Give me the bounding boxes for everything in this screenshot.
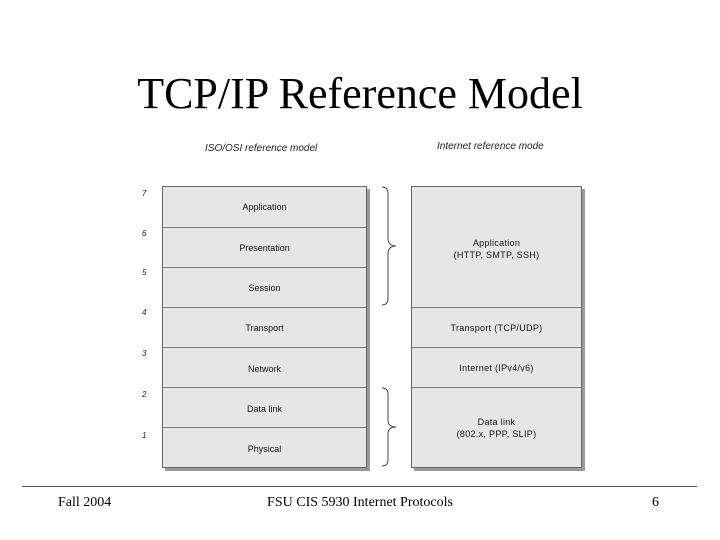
footer-date: Fall 2004: [58, 495, 112, 510]
internet-layer-label: Application: [472, 238, 521, 248]
osi-layer-data-link: Data link: [163, 387, 366, 427]
internet-layer-sublabel: (HTTP, SMTP, SSH): [453, 250, 540, 260]
osi-layer-label: Data link: [246, 404, 282, 414]
osi-layer-label: Application: [242, 202, 287, 212]
osi-layer-number: 5: [142, 268, 147, 277]
internet-layer-sublabel: (802.x, PPP, SLIP): [456, 429, 537, 439]
footer-divider: [22, 486, 697, 487]
osi-layer-label: Physical: [247, 444, 282, 454]
internet-layer-data-link: Data link (802.x, PPP, SLIP): [412, 387, 581, 467]
osi-layer-physical: Physical: [163, 427, 366, 467]
osi-layer-label: Presentation: [239, 243, 290, 253]
internet-stack: Application (HTTP, SMTP, SSH) Transport …: [411, 186, 582, 468]
osi-layer-label: Network: [247, 364, 281, 374]
footer-course: FSU CIS 5930 Internet Protocols: [267, 495, 453, 510]
internet-layer-label: Data link: [477, 417, 516, 427]
internet-layer-application: Application (HTTP, SMTP, SSH): [412, 187, 581, 307]
osi-layer-network: Network: [163, 347, 366, 387]
osi-layer-number: 3: [142, 349, 147, 358]
internet-layer-label: Transport (TCP/UDP): [450, 323, 543, 333]
osi-layer-label: Transport: [245, 323, 284, 333]
footer-page-number: 6: [652, 495, 659, 510]
osi-column-label: ISO/OSI reference model: [205, 143, 318, 154]
internet-layer-label: Internet (IPv4/v6): [459, 363, 534, 373]
osi-layer-number: 4: [142, 308, 147, 317]
osi-layer-number: 1: [142, 431, 147, 440]
slide-title: TCP/IP Reference Model: [137, 69, 583, 118]
osi-layer-application: Application: [163, 187, 366, 227]
internet-layer-internet: Internet (IPv4/v6): [412, 347, 581, 387]
osi-layer-number: 6: [142, 229, 147, 238]
osi-layer-number: 2: [142, 390, 147, 399]
osi-layer-label: Session: [248, 283, 281, 293]
internet-column-label: Internet reference mode: [437, 141, 544, 152]
top-brace-icon: [381, 186, 397, 306]
osi-layer-number: 7: [142, 189, 147, 198]
osi-stack: Application Presentation Session Transpo…: [162, 186, 367, 468]
internet-layer-transport: Transport (TCP/UDP): [412, 307, 581, 347]
osi-layer-presentation: Presentation: [163, 227, 366, 267]
osi-layer-transport: Transport: [163, 307, 366, 347]
osi-layer-session: Session: [163, 267, 366, 307]
bottom-brace-icon: [381, 387, 397, 467]
